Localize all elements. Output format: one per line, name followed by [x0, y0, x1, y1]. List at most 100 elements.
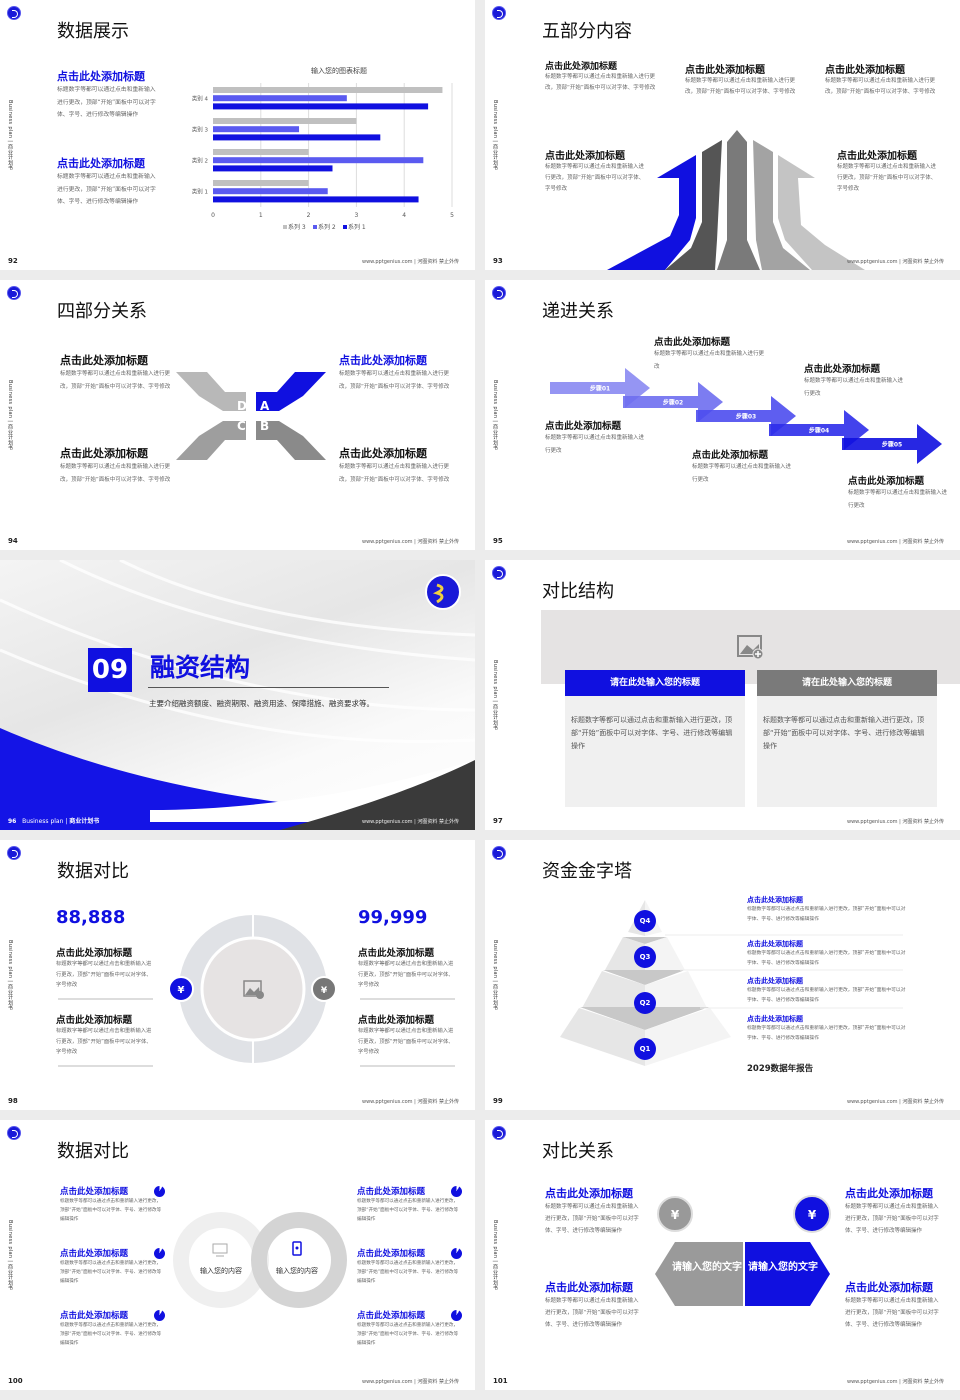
right-value: 99,999 [358, 907, 428, 928]
arrow-light [753, 140, 810, 270]
emblem-logo [425, 574, 461, 610]
text-block: 点击此处添加标题标题数字等都可以通过点击和重新输入进行更改 [848, 473, 948, 512]
bp-label-cn: 商业计划书 [69, 818, 100, 825]
block-heading: 点击此处添加标题 [545, 1281, 633, 1294]
right-label: 请输入您的文字 [748, 1260, 818, 1273]
block-text: 标题数字等都可以通过点击和重新输入进行更改，顶部“开始”面板中可以对字体、字号修… [339, 464, 450, 483]
logo-icon [7, 286, 21, 300]
text-block: 点击此处添加标题标题数字等都可以通过点击和重新输入进行更改，顶部“开始”面板中可… [825, 61, 940, 98]
text-block: 点击此处添加标题标题数字等都可以通过点击和重新输入进行更改，顶部“开始”面板中可… [56, 1012, 154, 1058]
x-tick-label: 4 [402, 212, 406, 219]
block-heading: 点击此处添加标题 [357, 1187, 426, 1197]
slide-title: 资金金字塔 [542, 861, 632, 882]
slide-94[interactable]: 四部分关系 Business plan | 商业计划书 D A C B 点击此处… [0, 280, 475, 550]
block-heading: 点击此处添加标题 [60, 1187, 129, 1197]
block-heading: 点击此处添加标题 [747, 940, 803, 948]
chart-title: 输入您的图表标题 [311, 66, 367, 75]
side-label: Business plan | 商业计划书 [492, 100, 498, 171]
bar-系列1-类别4 [213, 103, 429, 110]
bar-系列2-类别4 [213, 95, 347, 102]
block-heading: 点击此处添加标题 [358, 948, 435, 959]
arrow-lightest [778, 155, 865, 270]
footer-text: www.pptgenius.com | 河图资料 禁止外传 [361, 259, 459, 265]
page-number: 92 [8, 257, 18, 265]
logo-icon [492, 286, 506, 300]
section-number: 09 [88, 648, 132, 692]
block-text: 标题数字等都可以通过点击和重新输入进行更改，顶部“开始”面板中可以对字体、字号修… [56, 1028, 152, 1055]
block-text: 标题数字等都可以通过点击和重新输入进行更改，顶部“开始”面板中可以对字体、字号、… [60, 1261, 162, 1284]
bar-系列1-类别1 [213, 196, 419, 203]
letter-b: B [260, 419, 269, 433]
step-label: 步骤05 [882, 441, 902, 449]
block-heading: 点击此处添加标题 [545, 421, 622, 432]
block-heading: 点击此处添加标题 [825, 65, 905, 76]
footer-left: 96 Business plan | 商业计划书 [8, 818, 100, 825]
block-text: 标题数字等都可以通过点击和重新输入进行更改，顶部“开始”面板中可以对字体、字号修… [837, 164, 937, 192]
monitor-icon [212, 1243, 228, 1257]
legend-swatch [343, 225, 347, 229]
page-number: 101 [493, 1377, 508, 1385]
slide-101[interactable]: 对比关系 Business plan | 商业计划书 ¥ ¥ 请输入您的文字 请… [485, 1120, 960, 1390]
slide-title: 数据展示 [57, 21, 129, 42]
ring-right-label: 输入您的内容 [276, 1266, 318, 1275]
ring-left-label: 输入您的内容 [200, 1266, 242, 1275]
side-label: Business plan | 商业计划书 [492, 380, 498, 451]
yen-hand-icon [793, 1195, 831, 1233]
footer-text: www.pptgenius.com | 河图资料 禁止外传 [361, 1099, 459, 1105]
block-text: 标题数字等都可以通过点击和重新输入进行更改，顶部“开始”面板中可以对字体、字号、… [845, 1204, 939, 1234]
bar-系列3-类别3 [213, 118, 357, 124]
text-block: 点击此处添加标题标题数字等都可以通过点击和重新输入进行更改，顶部“开始”面板中可… [837, 147, 937, 195]
text-block: 点击此处添加标题标题数字等都可以通过点击和重新输入进行更改，顶部“开始”面板中可… [339, 445, 454, 486]
category-label: 类别 3 [192, 126, 209, 134]
block-text: 标题数字等都可以通过点击和重新输入进行更改，顶部“开始”面板中可以对字体、字号、… [60, 1323, 162, 1346]
text-block: 点击此处添加标题标题数字等都可以通过点击和重新输入进行更改，顶部“开始”面板中可… [60, 1309, 165, 1348]
block-heading: 点击此处添加标题 [60, 447, 148, 460]
footer-text: www.pptgenius.com | 河图资料 禁止外传 [846, 819, 944, 825]
level-badge-Q2: Q2 [634, 992, 656, 1014]
slide-96-section-cover[interactable]: 09 融资结构 主要介绍融资额度、融资期限、融资用途、保障措施、融资要求等。 9… [0, 560, 475, 830]
block-text: 标题数字等都可以通过点击和重新输入进行更改，顶部“开始”面板中可以对字体、字号、… [747, 951, 906, 966]
slide-92[interactable]: 数据展示 Business plan | 商业计划书 点击此处添加标题 标题数字… [0, 0, 475, 270]
text-block: 点击此处添加标题标题数字等都可以通过点击和重新输入进行更改 [692, 447, 792, 486]
block-heading: 点击此处添加标题 [837, 151, 917, 162]
logo-icon [492, 6, 506, 20]
slide-97[interactable]: 对比结构 Business plan | 商业计划书 请在此处输入您的标题 标题… [485, 560, 960, 830]
svg-text:¥: ¥ [808, 1208, 817, 1222]
bar-系列1-类别3 [213, 134, 381, 141]
bar-系列2-类别3 [213, 126, 300, 133]
right-arrow-shape [745, 1242, 830, 1306]
card-text: 标题数字等都可以通过点击和重新输入进行更改，顶部“开始”面板中可以对字体、字号、… [571, 716, 733, 750]
phone-icon [292, 1241, 302, 1256]
text-block: 点击此处添加标题标题数字等都可以通过点击和重新输入进行更改，顶部“开始”面板中可… [845, 1279, 940, 1331]
logo-icon [7, 1126, 21, 1140]
block-text: 标题数字等都可以通过点击和重新输入进行更改，顶部“开始”面板中可以对字体、字号、… [57, 174, 156, 205]
slide-98[interactable]: 数据对比 Business plan | 商业计划书 ¥ ¥ 88,888 99… [0, 840, 475, 1110]
block-heading: 点击此处添加标题 [60, 1311, 129, 1321]
text-block: 点击此处添加标题标题数字等都可以通过点击和重新输入进行更改，顶部“开始”面板中可… [545, 147, 645, 195]
block-heading: 点击此处添加标题 [56, 1015, 133, 1026]
block-text: 标题数字等都可以通过点击和重新输入进行更改，顶部“开始”面板中可以对字体、字号、… [747, 988, 906, 1003]
block-text: 标题数字等都可以通过点击和重新输入进行更改，顶部“开始”面板中可以对字体、字号、… [747, 907, 906, 922]
step-label: 步骤01 [590, 385, 610, 393]
page-number: 98 [8, 1097, 18, 1105]
block-text: 标题数字等都可以通过点击和重新输入进行更改，顶部“开始”面板中可以对字体、字号、… [747, 1026, 906, 1041]
slide-title: 五部分内容 [542, 21, 632, 42]
block-text: 标题数字等都可以通过点击和重新输入进行更改，顶部“开始”面板中可以对字体、字号、… [357, 1199, 459, 1222]
side-label: Business plan | 商业计划书 [7, 940, 13, 1011]
block-heading: 点击此处添加标题 [692, 450, 769, 461]
pie-chart-icon [154, 1247, 165, 1259]
slide-100[interactable]: 数据对比 Business plan | 商业计划书 输入您的内容 输入您的内容… [0, 1120, 475, 1390]
svg-text:¥: ¥ [178, 985, 185, 996]
card: 请在此处输入您的标题 标题数字等都可以通过点击和重新输入进行更改，顶部“开始”面… [565, 670, 745, 807]
side-label: Business plan | 商业计划书 [7, 100, 13, 171]
letter-c: C [237, 419, 246, 433]
rings-graphic: 输入您的内容 输入您的内容 [173, 1212, 347, 1308]
step-label: 步骤03 [736, 413, 756, 421]
slide-93[interactable]: 五部分内容 Business plan | 商业计划书 点击此处添加标题标题数字… [485, 0, 960, 270]
report-label: 2029数据年报告 [747, 1064, 814, 1074]
text-block: 点击此处添加标题标题数字等都可以通过点击和重新输入进行更改，顶部“开始”面板中可… [358, 1012, 456, 1058]
footer-text: www.pptgenius.com | 河图资料 禁止外传 [846, 1379, 944, 1385]
text-block: 点击此处添加标题标题数字等都可以通过点击和重新输入进行更改，顶部“开始”面板中可… [357, 1309, 462, 1348]
